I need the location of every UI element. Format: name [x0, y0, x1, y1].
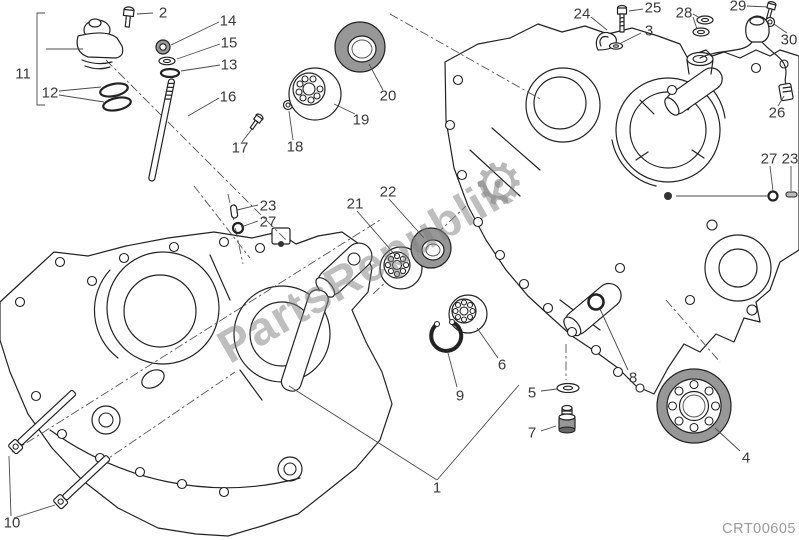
drawing-code: CRT00605: [722, 521, 796, 537]
callout-27b: 27: [760, 150, 778, 168]
callout-12: 12: [41, 84, 59, 102]
bolt-holes-right-case: [444, 59, 789, 393]
callout-3: 3: [644, 22, 654, 40]
part-bearing-22: [410, 227, 452, 269]
callout-18: 18: [286, 138, 304, 156]
callout-2: 2: [158, 4, 168, 22]
part-stud-16: [148, 78, 176, 182]
callout-5: 5: [527, 384, 537, 402]
part-screw-2: [122, 6, 135, 28]
part-washer-3: [608, 42, 624, 50]
part-o-ring-13: [159, 67, 181, 79]
callout-4: 4: [741, 449, 751, 467]
part-breather-valve-11: [76, 18, 124, 70]
part-snap-ring-9: [429, 318, 464, 353]
part-dowel-pin-23: [229, 204, 239, 219]
part-screw-17: [249, 113, 264, 131]
callout-24: 24: [573, 5, 591, 23]
part-o-ring-27: [231, 221, 245, 235]
part-bearing-21: [379, 246, 423, 290]
part-bolt-25: [616, 4, 628, 33]
part-nut-14: [155, 39, 171, 55]
part-drain-plug-7: [558, 404, 576, 434]
callout-21: 21: [346, 195, 364, 213]
left-crankcase-half: [0, 227, 393, 537]
part-sensor-30: [745, 15, 770, 43]
part-bearing-6: [448, 294, 488, 334]
callout-7: 7: [527, 424, 537, 442]
part-bearing-4: [656, 368, 732, 444]
bolt-holes-left-case: [14, 236, 266, 498]
callout-29: 29: [729, 0, 747, 15]
part-bolt-29: [766, 1, 777, 20]
leader-lines: [8, 5, 792, 519]
part-washers-28: [692, 15, 714, 37]
part-washer-5: [556, 382, 580, 394]
callout-19: 19: [352, 111, 370, 129]
callout-14: 14: [219, 12, 237, 30]
callout-20: 20: [379, 87, 397, 105]
part-washer-15: [158, 56, 176, 66]
part-bolt-10a: [8, 389, 77, 455]
part-o-ring-8: [587, 293, 605, 311]
callout-1: 1: [432, 479, 442, 497]
callout-28: 28: [675, 4, 693, 22]
oil-tube-upper: [664, 67, 723, 116]
part-bolt-10b: [53, 455, 111, 510]
callout-23a: 23: [259, 197, 277, 215]
part-dowel-pin-23b: [785, 191, 798, 198]
part-cable-26: [699, 41, 794, 102]
callout-30: 30: [780, 31, 798, 49]
part-o-rings-12: [99, 82, 132, 112]
callout-11: 11: [15, 65, 31, 83]
callout-23b: 23: [781, 150, 799, 168]
engine-mount-strut: [280, 289, 329, 392]
callout-9: 9: [455, 387, 465, 405]
callout-22: 22: [379, 183, 397, 201]
callout-25: 25: [644, 0, 662, 17]
part-o-ring-27b: [767, 190, 779, 202]
callout-6: 6: [497, 356, 507, 374]
callout-13: 13: [220, 56, 238, 74]
callout-8: 8: [628, 369, 638, 387]
part-bearing-19: [288, 67, 342, 121]
callout-15: 15: [220, 34, 238, 52]
callout-16: 16: [219, 88, 237, 106]
part-bearing-20: [334, 21, 386, 73]
callout-10: 10: [3, 514, 21, 532]
callout-26: 26: [768, 104, 786, 122]
callout-17: 17: [231, 139, 249, 157]
right-crankcase-half: [444, 23, 799, 395]
callout-27a: 27: [259, 213, 277, 231]
dowel-bracket: [271, 227, 291, 247]
